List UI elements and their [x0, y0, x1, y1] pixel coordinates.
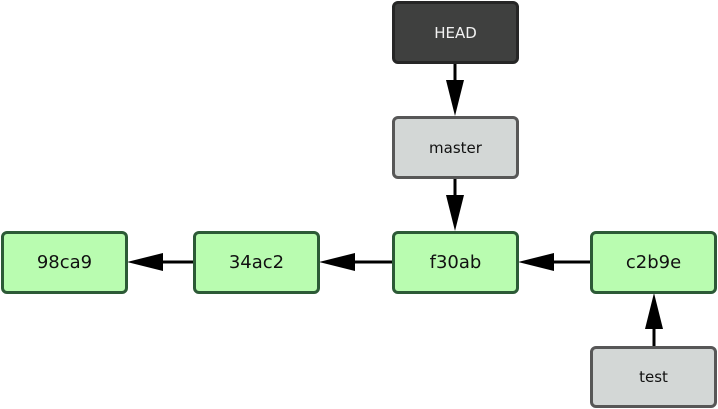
head-label: HEAD: [434, 23, 477, 42]
branch-master-label: master: [429, 138, 482, 157]
edge-test-to-c2b9e: [645, 293, 663, 347]
commit-98ca9-label: 98ca9: [36, 252, 93, 273]
edge-f30ab-to-34ac2: [319, 253, 393, 271]
edge-master-to-f30ab: [446, 178, 464, 231]
commit-34ac2-label: 34ac2: [228, 252, 285, 273]
branch-test-label: test: [639, 368, 668, 386]
commit-f30ab-label: f30ab: [429, 252, 482, 273]
edge-head-to-master: [446, 63, 464, 116]
commit-f30ab[interactable]: f30ab: [392, 231, 519, 294]
head-pointer[interactable]: HEAD: [392, 1, 519, 64]
branch-master[interactable]: master: [392, 116, 519, 179]
commit-c2b9e-label: c2b9e: [625, 252, 682, 273]
branch-test[interactable]: test: [590, 346, 717, 408]
edge-c2b9e-to-f30ab: [518, 253, 592, 271]
commit-98ca9[interactable]: 98ca9: [1, 231, 128, 294]
edge-34ac2-to-98ca9: [127, 253, 194, 271]
commit-c2b9e[interactable]: c2b9e: [590, 231, 717, 294]
commit-34ac2[interactable]: 34ac2: [193, 231, 320, 294]
